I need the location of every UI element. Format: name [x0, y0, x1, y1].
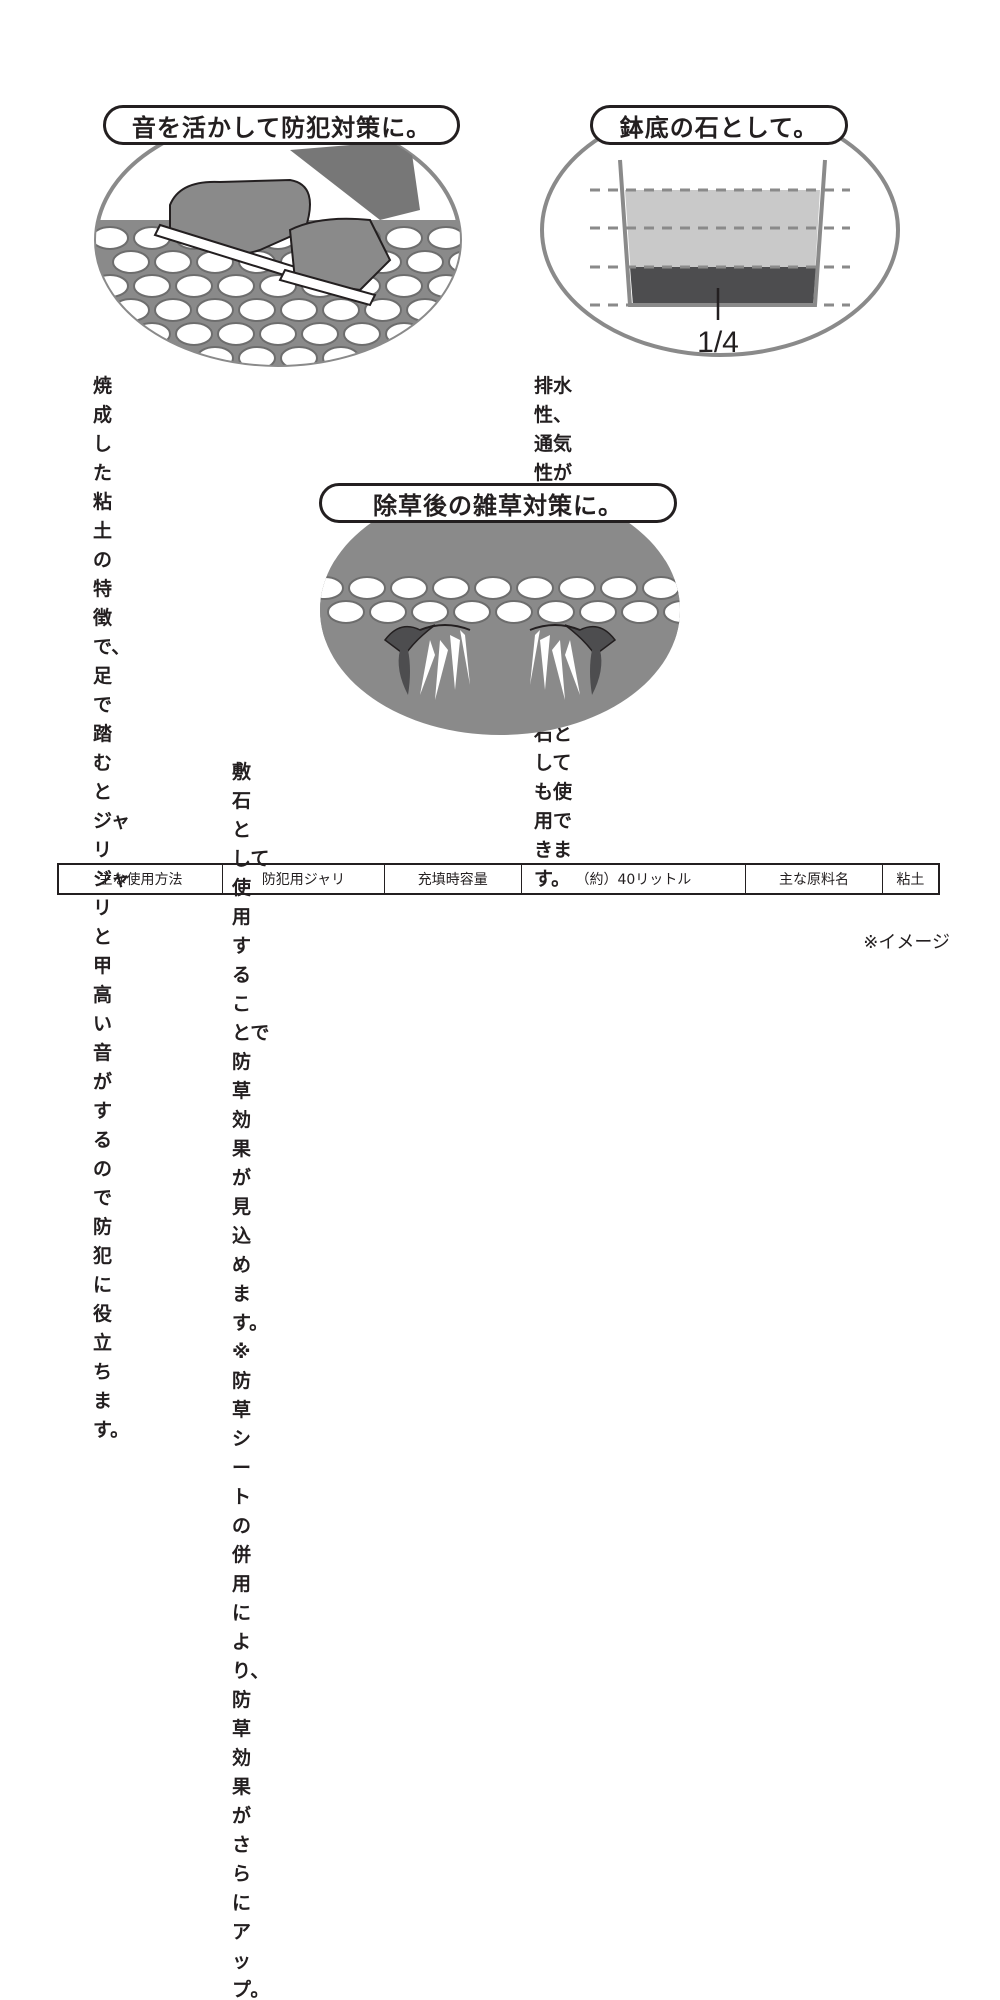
pebble	[369, 600, 407, 624]
pebble	[448, 250, 460, 274]
pebble	[96, 226, 129, 250]
gravel-pebbles	[96, 220, 490, 365]
pebble	[642, 576, 680, 600]
fraction-label: 1/4	[697, 326, 739, 359]
pebble	[621, 600, 659, 624]
panel-weed-description: 敷石として使用することで防草効果が見込めます。 ※防草シートの併用により、防草効…	[232, 761, 270, 2000]
pebble	[133, 274, 171, 298]
panel-security-description: 焼成した粘土の特徴で、足で踏むと ジャリジャリと甲高い音がするので防 犯に役立ち…	[93, 375, 131, 1441]
pebble	[432, 576, 470, 600]
pebble	[112, 346, 150, 365]
weed-icon	[383, 624, 617, 700]
pebble	[663, 600, 680, 624]
pebble	[558, 576, 596, 600]
pebble	[385, 322, 423, 346]
pebble	[537, 600, 575, 624]
pebble	[96, 322, 129, 346]
pebble	[133, 322, 171, 346]
pebble	[322, 298, 360, 322]
pebble	[348, 576, 386, 600]
pebble	[301, 322, 339, 346]
pebble	[427, 322, 460, 346]
pebble	[411, 600, 449, 624]
pot-icon	[590, 159, 850, 320]
pebble	[343, 322, 381, 346]
pebble	[385, 274, 423, 298]
pebble	[175, 274, 213, 298]
table-cell: 充填時容量	[384, 863, 522, 895]
pebble	[427, 226, 460, 250]
pebble	[385, 226, 423, 250]
panel-weed-title: 除草後の雑草対策に。	[319, 483, 677, 523]
panel-pot-title: 鉢底の石として。	[590, 105, 848, 145]
pebble	[427, 274, 460, 298]
pebble	[406, 250, 444, 274]
gravel-pebbles	[320, 560, 690, 640]
pebble	[448, 298, 460, 322]
pebble	[470, 227, 490, 249]
table-cell: 主な原料名	[745, 863, 883, 895]
pebble	[685, 577, 690, 599]
pebble	[600, 576, 638, 600]
panel-security-title: 音を活かして防犯対策に。	[103, 105, 460, 145]
pebble	[495, 600, 533, 624]
pebble	[327, 600, 365, 624]
pebble	[238, 298, 276, 322]
pebble	[259, 322, 297, 346]
pebble	[154, 298, 192, 322]
pebble	[154, 346, 192, 365]
pebble	[196, 298, 234, 322]
pebble	[112, 250, 150, 274]
security-illustration	[94, 113, 490, 367]
pebble	[516, 576, 554, 600]
pebble	[390, 576, 428, 600]
pebble	[364, 298, 402, 322]
pebble	[217, 322, 255, 346]
table-cell: 防犯用ジャリ	[221, 863, 386, 895]
table-cell: 主な使用方法	[57, 863, 223, 895]
shoe-icon	[153, 140, 420, 307]
pebble	[175, 322, 213, 346]
pebble	[448, 346, 460, 365]
table-cell: （約）40リットル	[520, 863, 747, 895]
table-row: 主な使用方法 防犯用ジャリ 充填時容量 （約）40リットル 主な原料名 粘土	[57, 863, 940, 895]
spec-table: 主な使用方法 防犯用ジャリ 充填時容量 （約）40リットル 主な原料名 粘土	[57, 863, 940, 895]
pebble	[217, 274, 255, 298]
pebble	[280, 298, 318, 322]
pebble	[364, 346, 402, 365]
pebble	[470, 275, 490, 297]
pebble	[96, 274, 129, 298]
pebble	[320, 576, 344, 600]
pebble	[154, 250, 192, 274]
weed-illustration	[320, 490, 690, 735]
pebble	[474, 576, 512, 600]
pebble	[470, 323, 490, 345]
pebble	[579, 600, 617, 624]
pebble	[453, 600, 491, 624]
image-note: ※イメージ	[863, 932, 950, 953]
pot-illustration: 1/4	[540, 110, 900, 359]
pebble	[406, 346, 444, 365]
table-cell: 粘土	[881, 863, 940, 895]
